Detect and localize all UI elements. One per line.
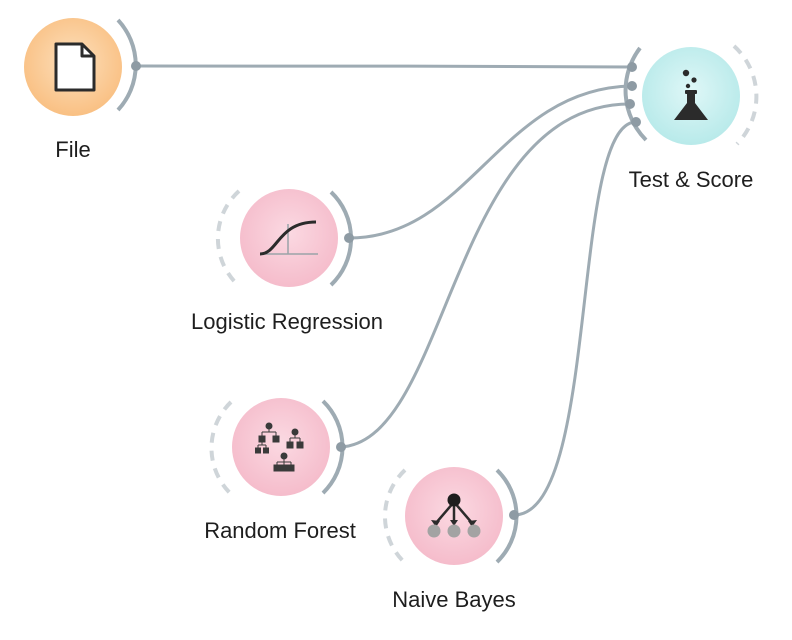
flask-icon bbox=[674, 69, 708, 120]
node-naive-bayes[interactable] bbox=[382, 467, 519, 565]
node-random-forest-input-arc bbox=[209, 400, 234, 497]
document-icon bbox=[54, 42, 96, 92]
node-logistic-regression-input-arc bbox=[215, 189, 241, 288]
node-test-score-output-arc bbox=[732, 44, 759, 146]
tree-ensemble-icon bbox=[255, 422, 304, 472]
node-test-score-input-arc bbox=[623, 46, 648, 142]
node-naive-bayes-label: Naive Bayes bbox=[392, 587, 516, 612]
link-file-test-score[interactable] bbox=[134, 64, 634, 69]
node-naive-bayes-output-port[interactable] bbox=[509, 510, 519, 520]
links bbox=[134, 64, 638, 517]
node-test-score-label: Test & Score bbox=[628, 167, 754, 192]
node-test-score-input-port-2[interactable] bbox=[627, 81, 637, 91]
link-logistic-regression-test-score[interactable] bbox=[347, 84, 634, 240]
link-random-forest-test-score[interactable] bbox=[339, 102, 632, 449]
node-random-forest[interactable] bbox=[209, 398, 346, 497]
node-file-label: File bbox=[55, 137, 91, 162]
node-test-score-input-port-4[interactable] bbox=[631, 117, 641, 127]
node-logistic-regression-label: Logistic Regression bbox=[191, 309, 383, 334]
node-logistic-regression-output-port[interactable] bbox=[344, 233, 354, 243]
node-random-forest-label: Random Forest bbox=[204, 518, 356, 543]
node-file-output-port[interactable] bbox=[131, 61, 141, 71]
bayes-network-icon bbox=[427, 493, 481, 538]
link-naive-bayes-test-score[interactable] bbox=[512, 120, 638, 517]
node-random-forest-output-port[interactable] bbox=[336, 442, 346, 452]
node-naive-bayes-input-arc bbox=[382, 468, 407, 565]
sigmoid-curve-icon bbox=[259, 220, 318, 256]
node-test-score-input-port-3[interactable] bbox=[625, 99, 635, 109]
node-random-forest-circle[interactable] bbox=[232, 398, 330, 496]
node-test-score[interactable] bbox=[623, 44, 759, 146]
node-test-score-input-port-1[interactable] bbox=[627, 62, 637, 72]
node-logistic-regression[interactable] bbox=[215, 189, 354, 288]
node-file[interactable] bbox=[24, 18, 141, 116]
node-logistic-regression-circle[interactable] bbox=[240, 189, 338, 287]
